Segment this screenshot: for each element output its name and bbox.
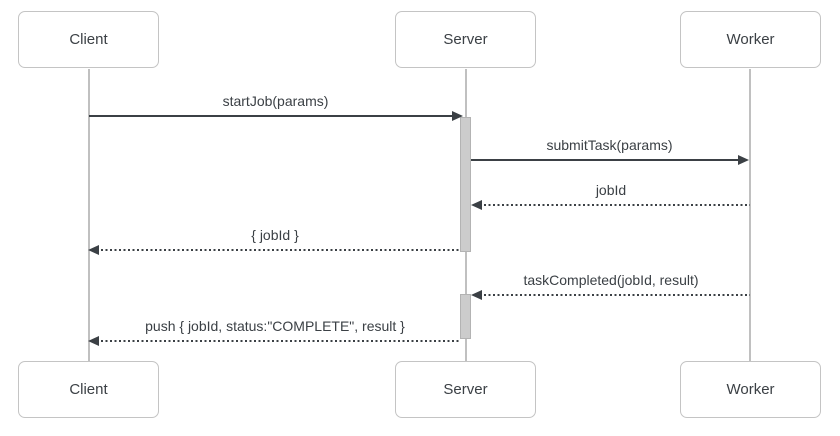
message-startjob-line [89, 111, 463, 121]
arrowhead-left-icon [471, 290, 482, 300]
actor-server-bottom: Server [395, 361, 536, 418]
actor-worker-top-label: Worker [726, 31, 775, 48]
actor-worker-top: Worker [680, 11, 821, 68]
message-startjob-label: startJob(params) [222, 93, 329, 109]
arrowhead-left-icon [88, 245, 99, 255]
message-taskcompleted-line [471, 290, 750, 300]
message-push-complete-label: push { jobId, status:"COMPLETE", result … [145, 318, 405, 334]
activation-bar-server-1 [460, 117, 471, 252]
message-jobid-label: jobId [595, 182, 627, 198]
arrowhead-left-icon [88, 336, 99, 346]
lifeline-client [88, 69, 90, 361]
message-jobid: jobId [471, 180, 750, 210]
message-push-complete-line [88, 336, 461, 346]
message-submittask-line [471, 155, 749, 165]
message-taskcompleted-label: taskCompleted(jobId, result) [523, 272, 699, 288]
actor-client-top: Client [18, 11, 159, 68]
message-jobid-return-line [88, 245, 461, 255]
lifeline-worker [749, 69, 751, 361]
actor-server-top: Server [395, 11, 536, 68]
actor-worker-bottom: Worker [680, 361, 821, 418]
arrowhead-left-icon [471, 200, 482, 210]
arrowhead-right-icon [738, 155, 749, 165]
actor-client-bottom: Client [18, 361, 159, 418]
message-taskcompleted: taskCompleted(jobId, result) [471, 270, 750, 300]
actor-worker-bottom-label: Worker [726, 381, 775, 398]
message-jobid-return-label: { jobId } [251, 227, 299, 243]
activation-bar-server-2 [460, 294, 471, 339]
message-push-complete: push { jobId, status:"COMPLETE", result … [88, 316, 461, 346]
arrowhead-right-icon [452, 111, 463, 121]
message-submittask: submitTask(params) [471, 135, 749, 165]
message-submittask-label: submitTask(params) [546, 137, 673, 153]
actor-client-bottom-label: Client [69, 381, 108, 398]
message-jobid-line [471, 200, 750, 210]
actor-server-top-label: Server [443, 31, 488, 48]
actor-server-bottom-label: Server [443, 381, 488, 398]
message-jobid-return: { jobId } [88, 225, 461, 255]
message-startjob: startJob(params) [89, 91, 463, 121]
actor-client-top-label: Client [69, 31, 108, 48]
